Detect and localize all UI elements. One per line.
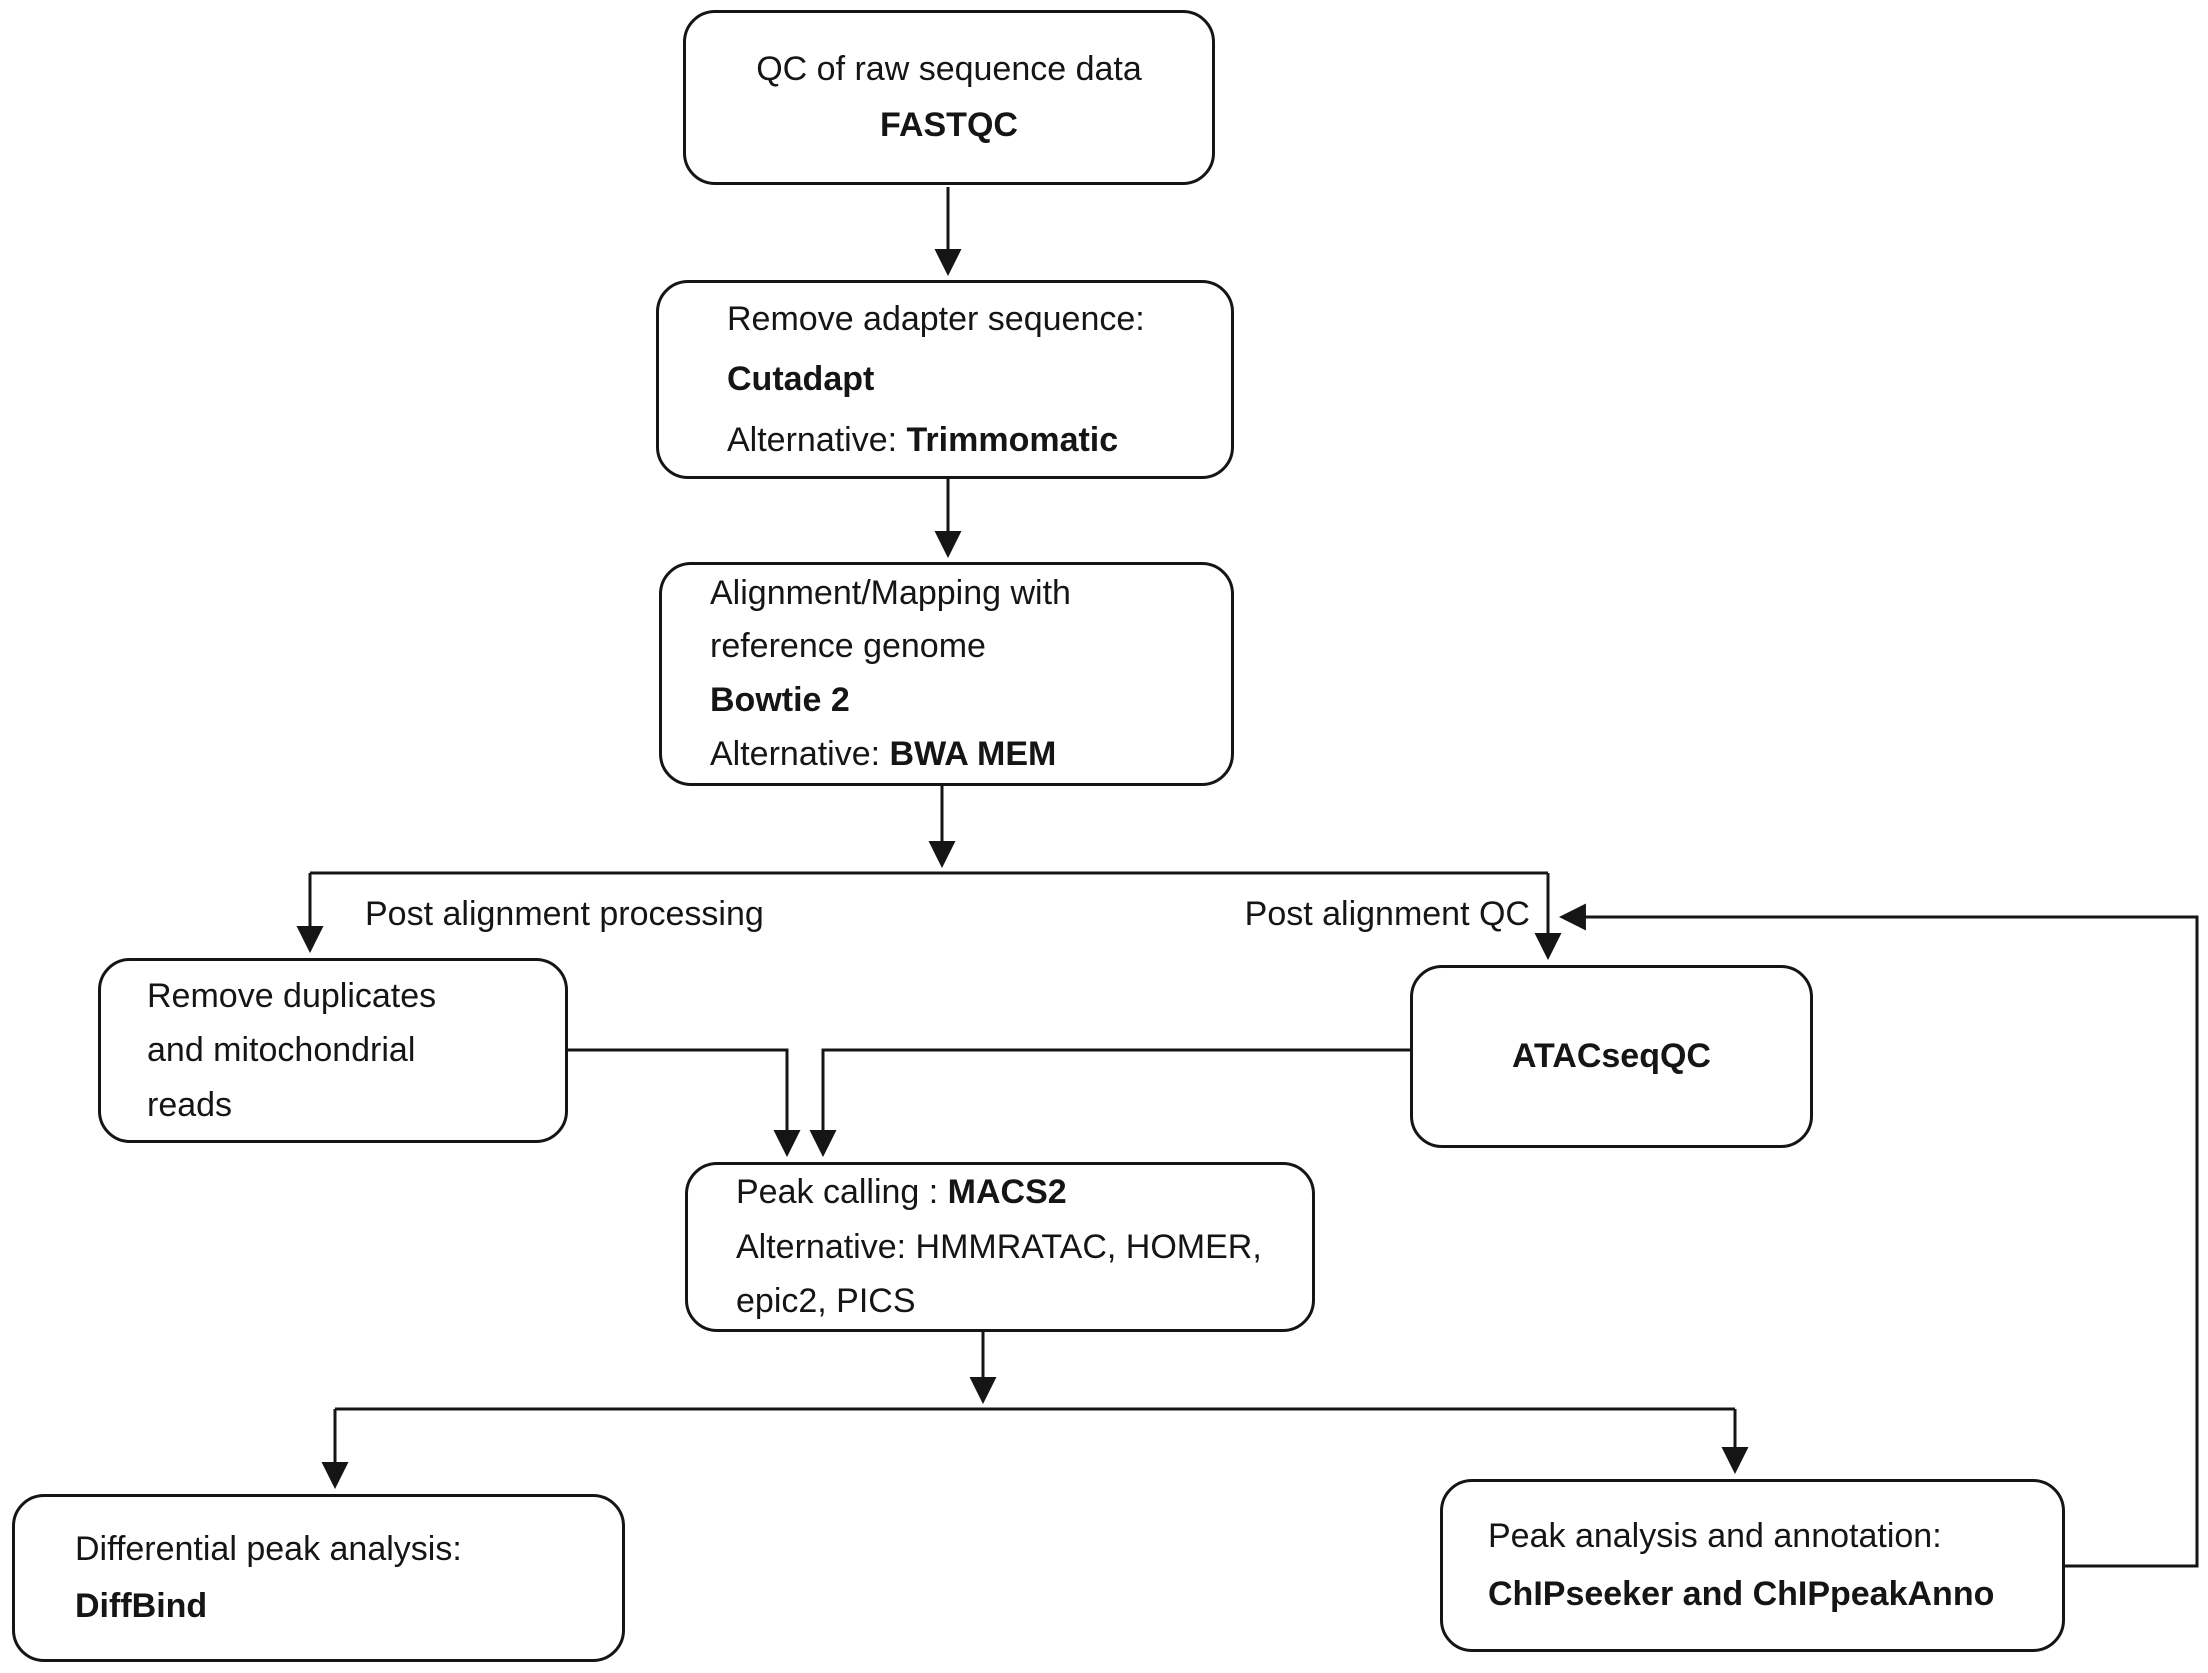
node-text: reads [147,1085,233,1124]
node-text: QC of raw sequence data [756,50,1142,89]
node-qc-raw-fastqc: QC of raw sequence data FASTQC [683,10,1215,185]
node-text: Alternative: Trimmomatic [727,410,1231,471]
node-text: Alternative: BWA MEM [710,728,1231,782]
node-atacseqqc: ATACseqQC [1410,965,1813,1148]
node-text: reference genome [710,627,986,666]
tool-name: ChIPseeker and ChIPpeakAnno [1488,1574,1995,1613]
node-text: and mitochondrial [147,1031,416,1070]
node-peak-analysis-annotation: Peak analysis and annotation: ChIPseeker… [1440,1479,2065,1652]
node-peak-calling: Peak calling : MACS2 Alternative: HMMRAT… [685,1162,1315,1332]
peak-calling-label: Peak calling : [736,1173,948,1212]
label-post-alignment-qc: Post alignment QC [1244,895,1530,933]
alt-label: Alternative: [710,734,890,773]
tool-name: Bowtie 2 [710,681,850,719]
alt-tool-name: Trimmomatic [906,420,1119,459]
arrow-atacseqqc-to-peakcalling [809,1048,1410,1158]
arrow-dedup-to-peakcalling [568,1048,801,1158]
tool-name: Cutadapt [727,360,875,399]
node-differential-peak-analysis: Differential peak analysis: DiffBind [12,1494,625,1662]
feedback-peakanno-to-atacseqqc [1558,903,2199,1568]
alt-tool-name: BWA MEM [889,734,1057,773]
node-text: Differential peak analysis: [75,1529,462,1568]
tool-name: ATACseqQC [1512,1036,1711,1075]
node-remove-duplicates: Remove duplicates and mitochondrial read… [98,958,568,1143]
alt-label: Alternative: [727,420,907,459]
node-text: Peak calling : MACS2 [736,1165,1312,1219]
node-alignment-mapping: Alignment/Mapping with reference genome … [659,562,1234,786]
tool-name: FASTQC [880,105,1018,144]
node-remove-adapter: Remove adapter sequence: Cutadapt Altern… [656,280,1234,479]
node-text: Alternative: HMMRATAC, HOMER, [736,1227,1262,1266]
tool-name: DiffBind [75,1587,208,1625]
label-post-alignment-processing: Post alignment processing [365,895,764,933]
node-text: Peak analysis and annotation: [1488,1517,1942,1556]
node-text: Remove duplicates [147,976,437,1015]
tool-name: MACS2 [947,1173,1067,1212]
node-text: Alignment/Mapping with [710,573,1071,612]
node-text: Remove adapter sequence: [727,299,1145,338]
node-text: epic2, PICS [736,1282,916,1321]
